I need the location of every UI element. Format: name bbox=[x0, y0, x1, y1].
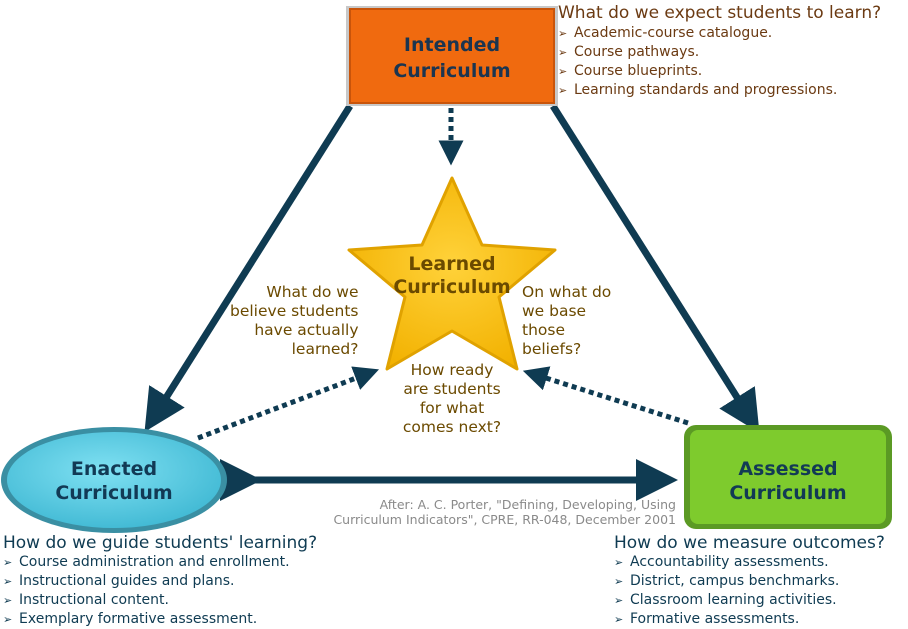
list-item: ➢Course administration and enrollment. bbox=[3, 554, 290, 570]
bullet-arrow-icon: ➢ bbox=[558, 46, 568, 59]
list-item: ➢District, campus benchmarks. bbox=[614, 573, 840, 589]
bullet-arrow-icon: ➢ bbox=[3, 556, 13, 569]
list-item: ➢Formative assessments. bbox=[614, 611, 800, 627]
citation: After: A. C. Porter, "Defining, Developi… bbox=[333, 497, 676, 527]
arrow-intended-to-enacted bbox=[144, 104, 353, 432]
dotted-arrow-enacted-to-learned bbox=[197, 366, 380, 441]
learned-label-line1: Learned bbox=[408, 253, 495, 275]
bullet-arrow-icon: ➢ bbox=[614, 594, 624, 607]
list-item: ➢Instructional content. bbox=[3, 592, 169, 608]
list-item: ➢Exemplary formative assessment. bbox=[3, 611, 258, 627]
intended-curriculum-node: Intended Curriculum bbox=[346, 6, 558, 106]
list-item: ➢Classroom learning activities. bbox=[614, 592, 837, 608]
bullet-arrow-icon: ➢ bbox=[3, 594, 13, 607]
intended-panel-heading: What do we expect students to learn? bbox=[558, 3, 882, 23]
bullet-arrow-icon: ➢ bbox=[3, 575, 13, 588]
assessed-panel: How do we measure outcomes? ➢Accountabil… bbox=[614, 533, 885, 629]
list-item: ➢Accountability assessments. bbox=[614, 554, 829, 570]
bullet-arrow-icon: ➢ bbox=[558, 27, 568, 40]
question-base-beliefs: On what do we base those beliefs? bbox=[522, 283, 612, 358]
intended-panel: What do we expect students to learn? ➢Ac… bbox=[558, 3, 881, 100]
list-item: ➢Academic-course catalogue. bbox=[558, 25, 773, 41]
bullet-arrow-icon: ➢ bbox=[614, 556, 624, 569]
learned-curriculum-node: Learned Curriculum bbox=[347, 176, 557, 371]
list-item: ➢Instructional guides and plans. bbox=[3, 573, 235, 589]
bullet-arrow-icon: ➢ bbox=[614, 575, 624, 588]
assessed-label-line2: Curriculum bbox=[729, 482, 846, 504]
bullet-arrow-icon: ➢ bbox=[3, 613, 13, 626]
list-item: ➢Course blueprints. bbox=[558, 63, 703, 79]
assessed-panel-heading: How do we measure outcomes? bbox=[614, 533, 885, 553]
bullet-arrow-icon: ➢ bbox=[558, 84, 568, 97]
enacted-panel: How do we guide students' learning? ➢Cou… bbox=[3, 533, 317, 629]
enacted-panel-heading: How do we guide students' learning? bbox=[3, 533, 318, 553]
dotted-arrow-assessed-to-learned bbox=[522, 366, 689, 426]
intended-panel-list: ➢Academic-course catalogue. ➢Course path… bbox=[558, 24, 881, 100]
arrow-intended-to-assessed bbox=[550, 104, 760, 433]
question-how-ready: How ready are students for what comes ne… bbox=[402, 361, 502, 436]
enacted-curriculum-node: Enacted Curriculum bbox=[1, 427, 227, 533]
list-item: ➢Learning standards and progressions. bbox=[558, 82, 838, 98]
enacted-panel-list: ➢Course administration and enrollment. ➢… bbox=[3, 553, 317, 629]
assessed-label-line1: Assessed bbox=[738, 458, 837, 480]
question-believe: What do we believe students have actuall… bbox=[230, 283, 359, 358]
assessed-panel-list: ➢Accountability assessments. ➢District, … bbox=[614, 553, 885, 629]
bullet-arrow-icon: ➢ bbox=[614, 613, 624, 626]
bullet-arrow-icon: ➢ bbox=[558, 65, 568, 78]
enacted-label-line2: Curriculum bbox=[55, 482, 172, 504]
enacted-label-line1: Enacted bbox=[71, 458, 157, 480]
intended-label-line2: Curriculum bbox=[393, 60, 510, 82]
list-item: ➢Course pathways. bbox=[558, 44, 700, 60]
learned-label-line2: Curriculum bbox=[393, 276, 510, 298]
intended-label-line1: Intended bbox=[404, 34, 500, 56]
assessed-curriculum-node: Assessed Curriculum bbox=[684, 425, 892, 529]
